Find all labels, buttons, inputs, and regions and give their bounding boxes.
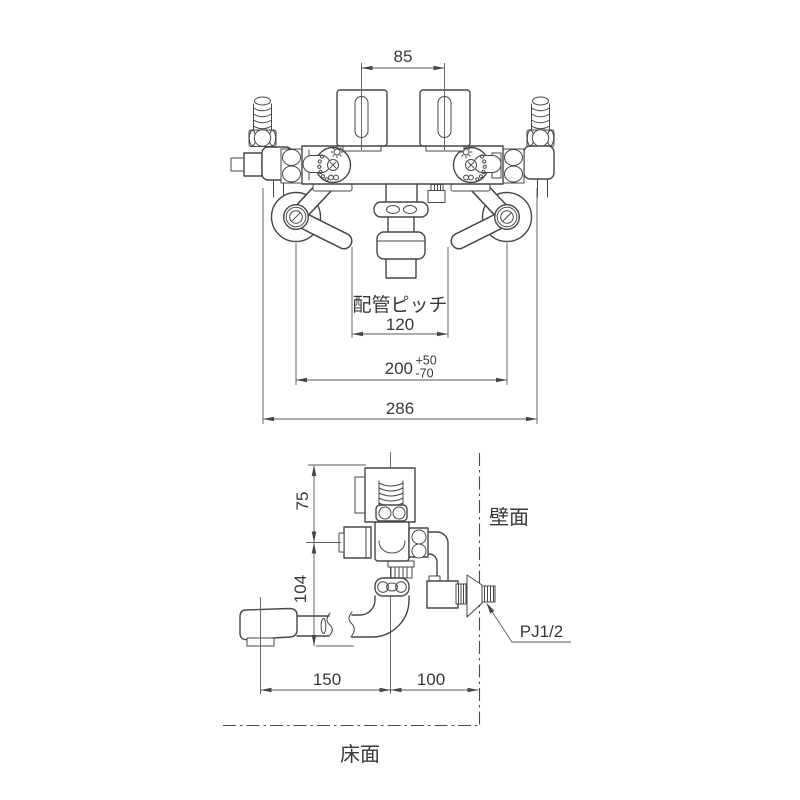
left-check-valve: [248, 96, 277, 147]
valve-body-side: [374, 520, 410, 562]
spout-pipe: [296, 612, 333, 637]
bend-pipe: [348, 595, 410, 638]
right-roller-hub: [494, 203, 521, 230]
left-handle: [336, 89, 388, 152]
right-elbow: [523, 145, 555, 180]
dimension-adjustable-width: 200 +50 -70: [295, 243, 508, 385]
right-fitting-side: [408, 527, 429, 559]
front-view: 85 配管ピッチ 120 200 +50 -70: [230, 47, 555, 424]
dimension-overall-width: 286: [262, 188, 538, 424]
right-check-valve: [526, 96, 555, 147]
dim-104-text: 104: [291, 575, 310, 603]
side-view: 75 104 150 100 PJ1/2 壁面 床面: [223, 452, 571, 766]
elbow-drop-pipes: [273, 178, 548, 198]
thread-label-text: PJ1/2: [520, 622, 563, 641]
dial-dots: [475, 154, 487, 182]
thread-section: [455, 574, 496, 618]
dimension-handle-pitch: 85: [361, 47, 445, 150]
shower-outlet: [373, 183, 429, 279]
right-dial: [452, 145, 502, 184]
dim-85-text: 85: [394, 47, 413, 66]
pipe-pitch-label: 配管ピッチ: [352, 294, 447, 316]
dim-75-text: 75: [293, 492, 312, 511]
dim-200-tol-plus: +50: [416, 354, 437, 368]
thread-callout: PJ1/2: [486, 603, 571, 643]
pipe-break-right: [348, 611, 355, 638]
right-handle: [419, 89, 471, 152]
flange-nut: [374, 577, 410, 597]
wall-label-text: 壁面: [489, 506, 529, 529]
handle-side: [354, 467, 416, 523]
temperature-knob-side: [338, 526, 372, 559]
dim-150-text: 150: [313, 670, 341, 689]
wall-connection: [426, 531, 496, 618]
dimension-reach: 150 100: [260, 597, 479, 695]
front-dimensions: 85 配管ピッチ 120 200 +50 -70: [262, 47, 538, 424]
dim-200-tol-minus: -70: [416, 367, 434, 381]
dim-286-text: 286: [386, 399, 414, 418]
dim-120-text: 120: [386, 315, 414, 334]
dim-200-text: 200: [385, 359, 413, 378]
spout: [239, 607, 298, 647]
dimension-pipe-pitch: 配管ピッチ 120: [351, 247, 449, 338]
drain-cock: [427, 184, 446, 203]
right-hex-nut: [502, 148, 525, 184]
left-strap-plate: [312, 183, 353, 192]
adjuster-ring: [387, 560, 415, 579]
floor-label-text: 床面: [340, 743, 380, 766]
dimension-heights: 75 104: [291, 464, 366, 647]
dim-100-text: 100: [417, 670, 445, 689]
pipe-break-left: [326, 612, 333, 637]
left-hex-nut: [280, 148, 303, 184]
gear-icon: [330, 145, 344, 159]
side-dimensions: 75 104 150 100 PJ1/2 壁面 床面: [260, 464, 571, 766]
right-strap-plate: [450, 183, 491, 192]
dial-dots: [317, 154, 329, 182]
left-dial: [302, 145, 352, 184]
left-roller-hub: [283, 203, 310, 230]
